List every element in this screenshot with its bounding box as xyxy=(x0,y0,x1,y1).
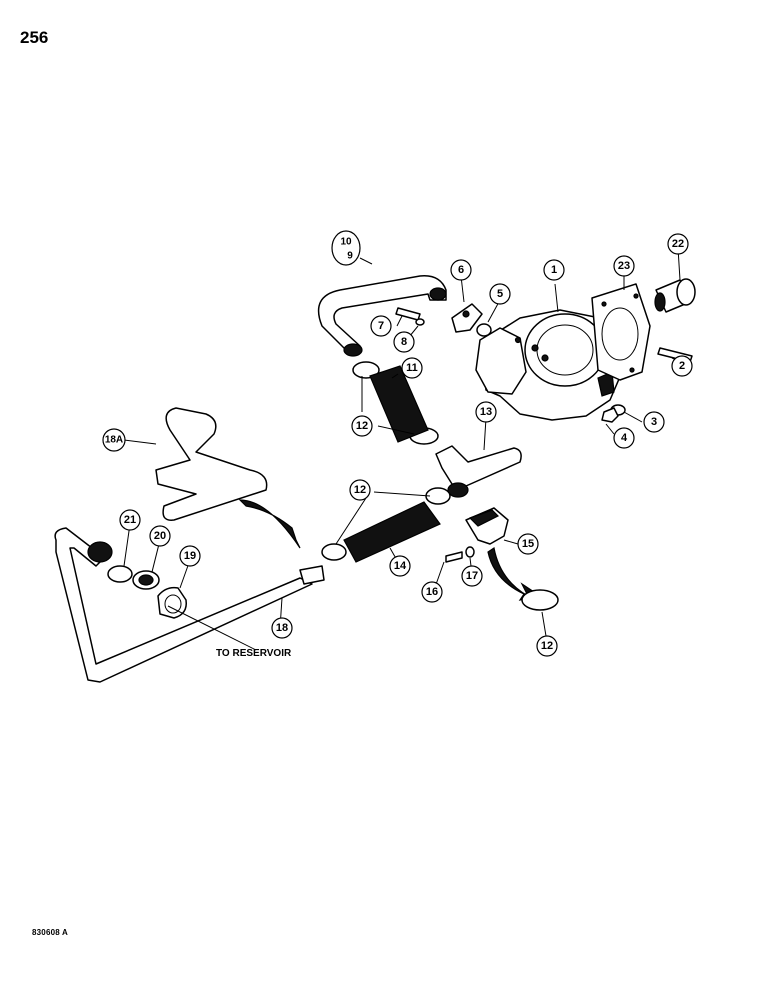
bracket-capscrew xyxy=(445,551,463,563)
callout-4: 4 xyxy=(613,427,635,449)
tube-18a xyxy=(155,407,268,521)
page-number: 256 xyxy=(20,28,49,47)
svg-text:12: 12 xyxy=(356,420,368,432)
bracket-washer xyxy=(465,546,475,558)
elbow-tube xyxy=(435,445,522,487)
bracket-clamp xyxy=(521,589,559,611)
svg-text:17: 17 xyxy=(466,570,478,582)
callout-1: 1 xyxy=(543,259,565,281)
svg-text:5: 5 xyxy=(497,288,503,300)
svg-text:20: 20 xyxy=(154,530,166,542)
svg-text:7: 7 xyxy=(378,320,384,332)
svg-text:9: 9 xyxy=(347,251,353,262)
callout-22: 22 xyxy=(667,233,689,255)
svg-text:16: 16 xyxy=(426,586,438,598)
callout-2: 2 xyxy=(671,355,693,377)
callout-12-middle: 12 xyxy=(349,479,371,501)
svg-text:21: 21 xyxy=(124,514,136,526)
svg-text:12: 12 xyxy=(354,484,366,496)
o-ring xyxy=(476,323,492,337)
callout-11: 11 xyxy=(401,357,423,379)
suction-tube xyxy=(317,275,447,353)
drawing-code: 830608 A xyxy=(32,928,68,937)
svg-text:12: 12 xyxy=(541,640,553,652)
svg-text:10: 10 xyxy=(340,237,352,248)
svg-text:2: 2 xyxy=(679,360,685,372)
callout-14: 14 xyxy=(389,555,411,577)
split-flange xyxy=(451,303,483,333)
callout-12-lower: 12 xyxy=(536,635,558,657)
to-reservoir-label: TO RESERVOIR xyxy=(216,648,292,659)
svg-text:4: 4 xyxy=(621,432,628,444)
lockwasher xyxy=(415,318,425,326)
svg-text:6: 6 xyxy=(458,264,464,276)
svg-text:22: 22 xyxy=(672,238,684,250)
callout-8: 8 xyxy=(393,331,415,353)
callout-23: 23 xyxy=(613,255,635,277)
callout-3: 3 xyxy=(643,411,665,433)
callout-17: 17 xyxy=(461,565,483,587)
upper-hose xyxy=(369,365,429,443)
nut xyxy=(601,407,619,423)
callout-5: 5 xyxy=(489,283,511,305)
callout-9-10: 109 xyxy=(331,230,361,266)
drive-coupling xyxy=(654,278,696,313)
callout-16: 16 xyxy=(421,581,443,603)
callout-18: 18 xyxy=(271,617,293,639)
callout-12-upper: 12 xyxy=(351,415,373,437)
gasket xyxy=(591,283,651,381)
svg-text:18A: 18A xyxy=(105,435,123,446)
callout-7: 7 xyxy=(370,315,392,337)
svg-text:3: 3 xyxy=(651,416,657,428)
hose-clamp-upper xyxy=(352,361,380,379)
svg-text:14: 14 xyxy=(394,560,407,572)
callout-6: 6 xyxy=(450,259,472,281)
svg-text:19: 19 xyxy=(184,550,196,562)
callout-20: 20 xyxy=(149,525,171,547)
callout-18a: 18A xyxy=(102,428,126,452)
hose-clamp-lower-2 xyxy=(321,543,347,561)
callout-21: 21 xyxy=(119,509,141,531)
svg-text:11: 11 xyxy=(406,362,418,374)
svg-text:13: 13 xyxy=(480,406,492,418)
svg-text:8: 8 xyxy=(401,336,407,348)
callout-13: 13 xyxy=(475,401,497,423)
svg-text:15: 15 xyxy=(522,538,534,550)
lower-hose xyxy=(343,501,441,563)
svg-text:23: 23 xyxy=(618,260,630,272)
callout-19: 19 xyxy=(179,545,201,567)
svg-text:18: 18 xyxy=(276,622,288,634)
clamp-ring xyxy=(107,565,133,583)
capscrew xyxy=(395,307,421,321)
svg-text:1: 1 xyxy=(551,264,557,276)
callout-15: 15 xyxy=(517,533,539,555)
